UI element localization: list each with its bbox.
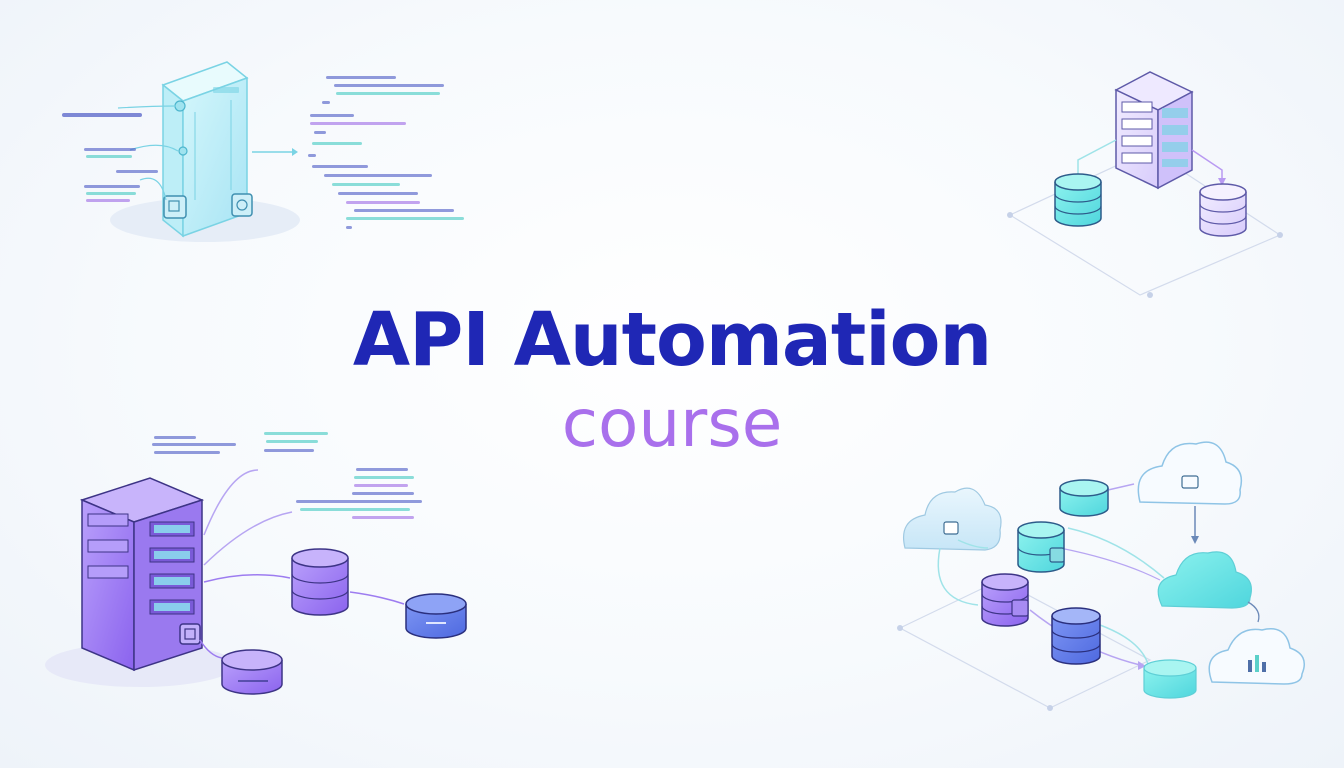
server-rack-icon — [79, 477, 205, 672]
database-cyan-top-icon — [1059, 479, 1109, 517]
bottom-left-server-group — [45, 432, 467, 695]
cloud-outline-icon — [1137, 441, 1243, 505]
cloud-chart-icon — [1208, 628, 1305, 685]
title-block: API Automation course — [0, 292, 1344, 460]
database-lavender-icon — [1199, 183, 1247, 237]
server-rack-icon — [1114, 71, 1194, 190]
code-snippet-left — [62, 113, 158, 202]
database-purple-icon — [981, 573, 1029, 627]
database-blue-icon — [1051, 607, 1101, 665]
cloud-light-icon — [903, 487, 1002, 551]
database-blue-icon — [405, 593, 467, 639]
database-cyan-mid-icon — [1017, 521, 1065, 573]
top-left-api-tower-group — [62, 61, 464, 242]
database-purple-small-icon — [221, 649, 283, 695]
bottom-right-cloud-network-group — [897, 441, 1305, 711]
top-right-database-group — [1007, 71, 1283, 298]
database-cyan-bottom-icon — [1143, 659, 1197, 699]
page-title: API Automation — [352, 297, 992, 383]
database-purple-icon — [291, 548, 349, 616]
code-snippet-left — [152, 432, 422, 519]
code-snippet-right — [308, 76, 464, 229]
database-cyan-icon — [1054, 173, 1102, 227]
cloud-cyan-icon — [1157, 551, 1252, 609]
server-tower-icon — [161, 61, 253, 238]
page-subtitle: course — [561, 385, 783, 462]
